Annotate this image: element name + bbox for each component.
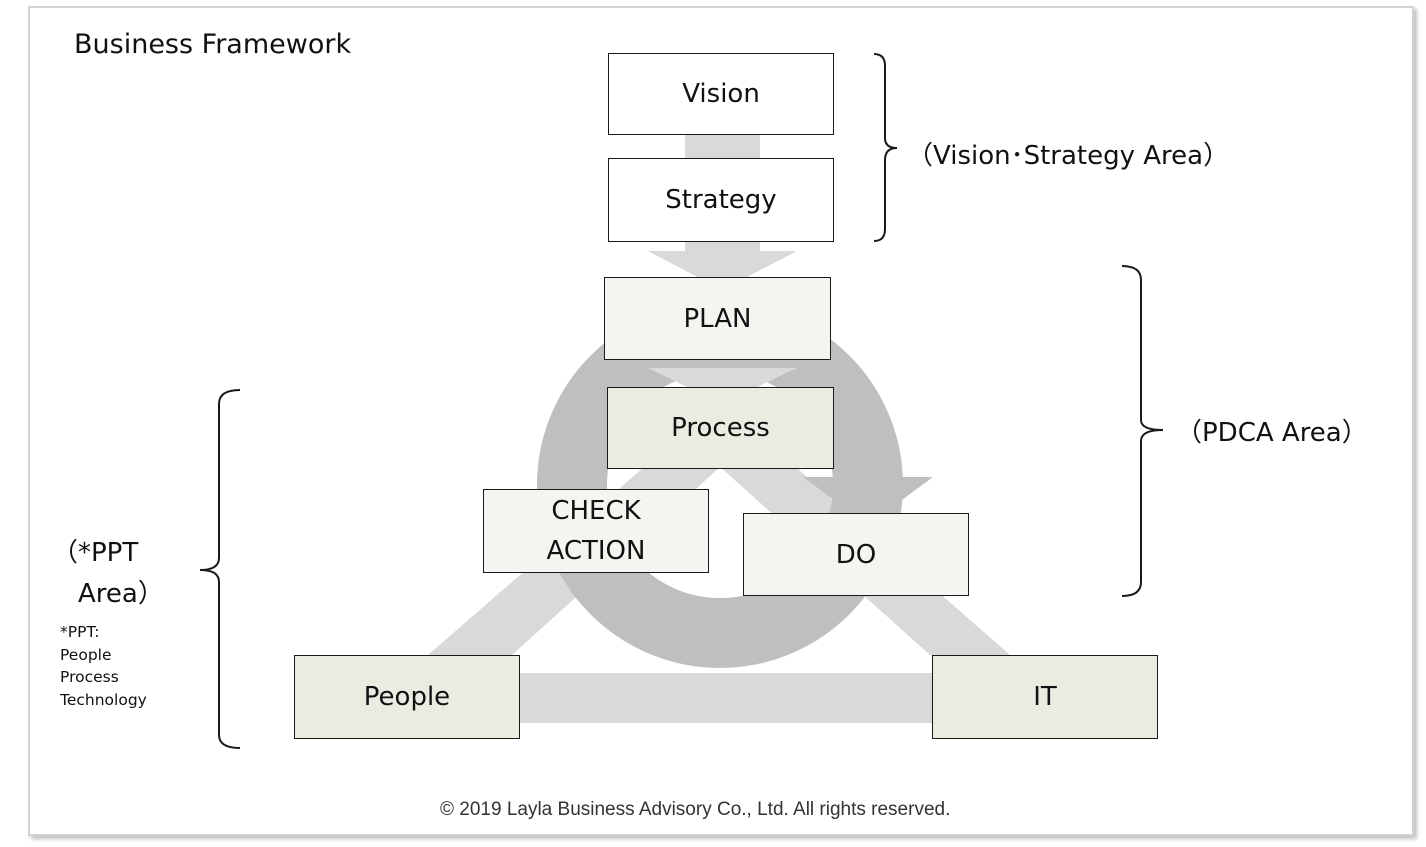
it-box: IT	[932, 655, 1158, 739]
check-action-box: CHECK ACTION	[483, 489, 709, 573]
process-box: Process	[607, 387, 834, 469]
bottom-connector	[515, 673, 935, 723]
people-box: People	[294, 655, 520, 739]
vision-strategy-area-label: （Vision･Strategy Area）	[907, 141, 1230, 171]
strategy-box: Strategy	[608, 158, 834, 242]
pdca-area-label: （PDCA Area）	[1176, 418, 1368, 448]
diagram-title: Business Framework	[74, 29, 352, 60]
pdca-brace	[1121, 265, 1164, 597]
copyright-footer: © 2019 Layla Business Advisory Co., Ltd.…	[440, 799, 951, 820]
ppt-area-label: （*PPT Area）	[52, 538, 164, 609]
vision-box: Vision	[608, 53, 834, 135]
do-box: DO	[743, 513, 969, 596]
strategy-plan-arrowhead	[648, 251, 797, 290]
vision-strategy-brace	[873, 53, 898, 242]
ppt-note: *PPT: People Process Technology	[60, 623, 147, 709]
ppt-brace	[199, 389, 241, 749]
plan-box: PLAN	[604, 277, 831, 360]
plan-process-arrowhead	[648, 368, 797, 404]
ring-arrowhead	[803, 477, 933, 525]
